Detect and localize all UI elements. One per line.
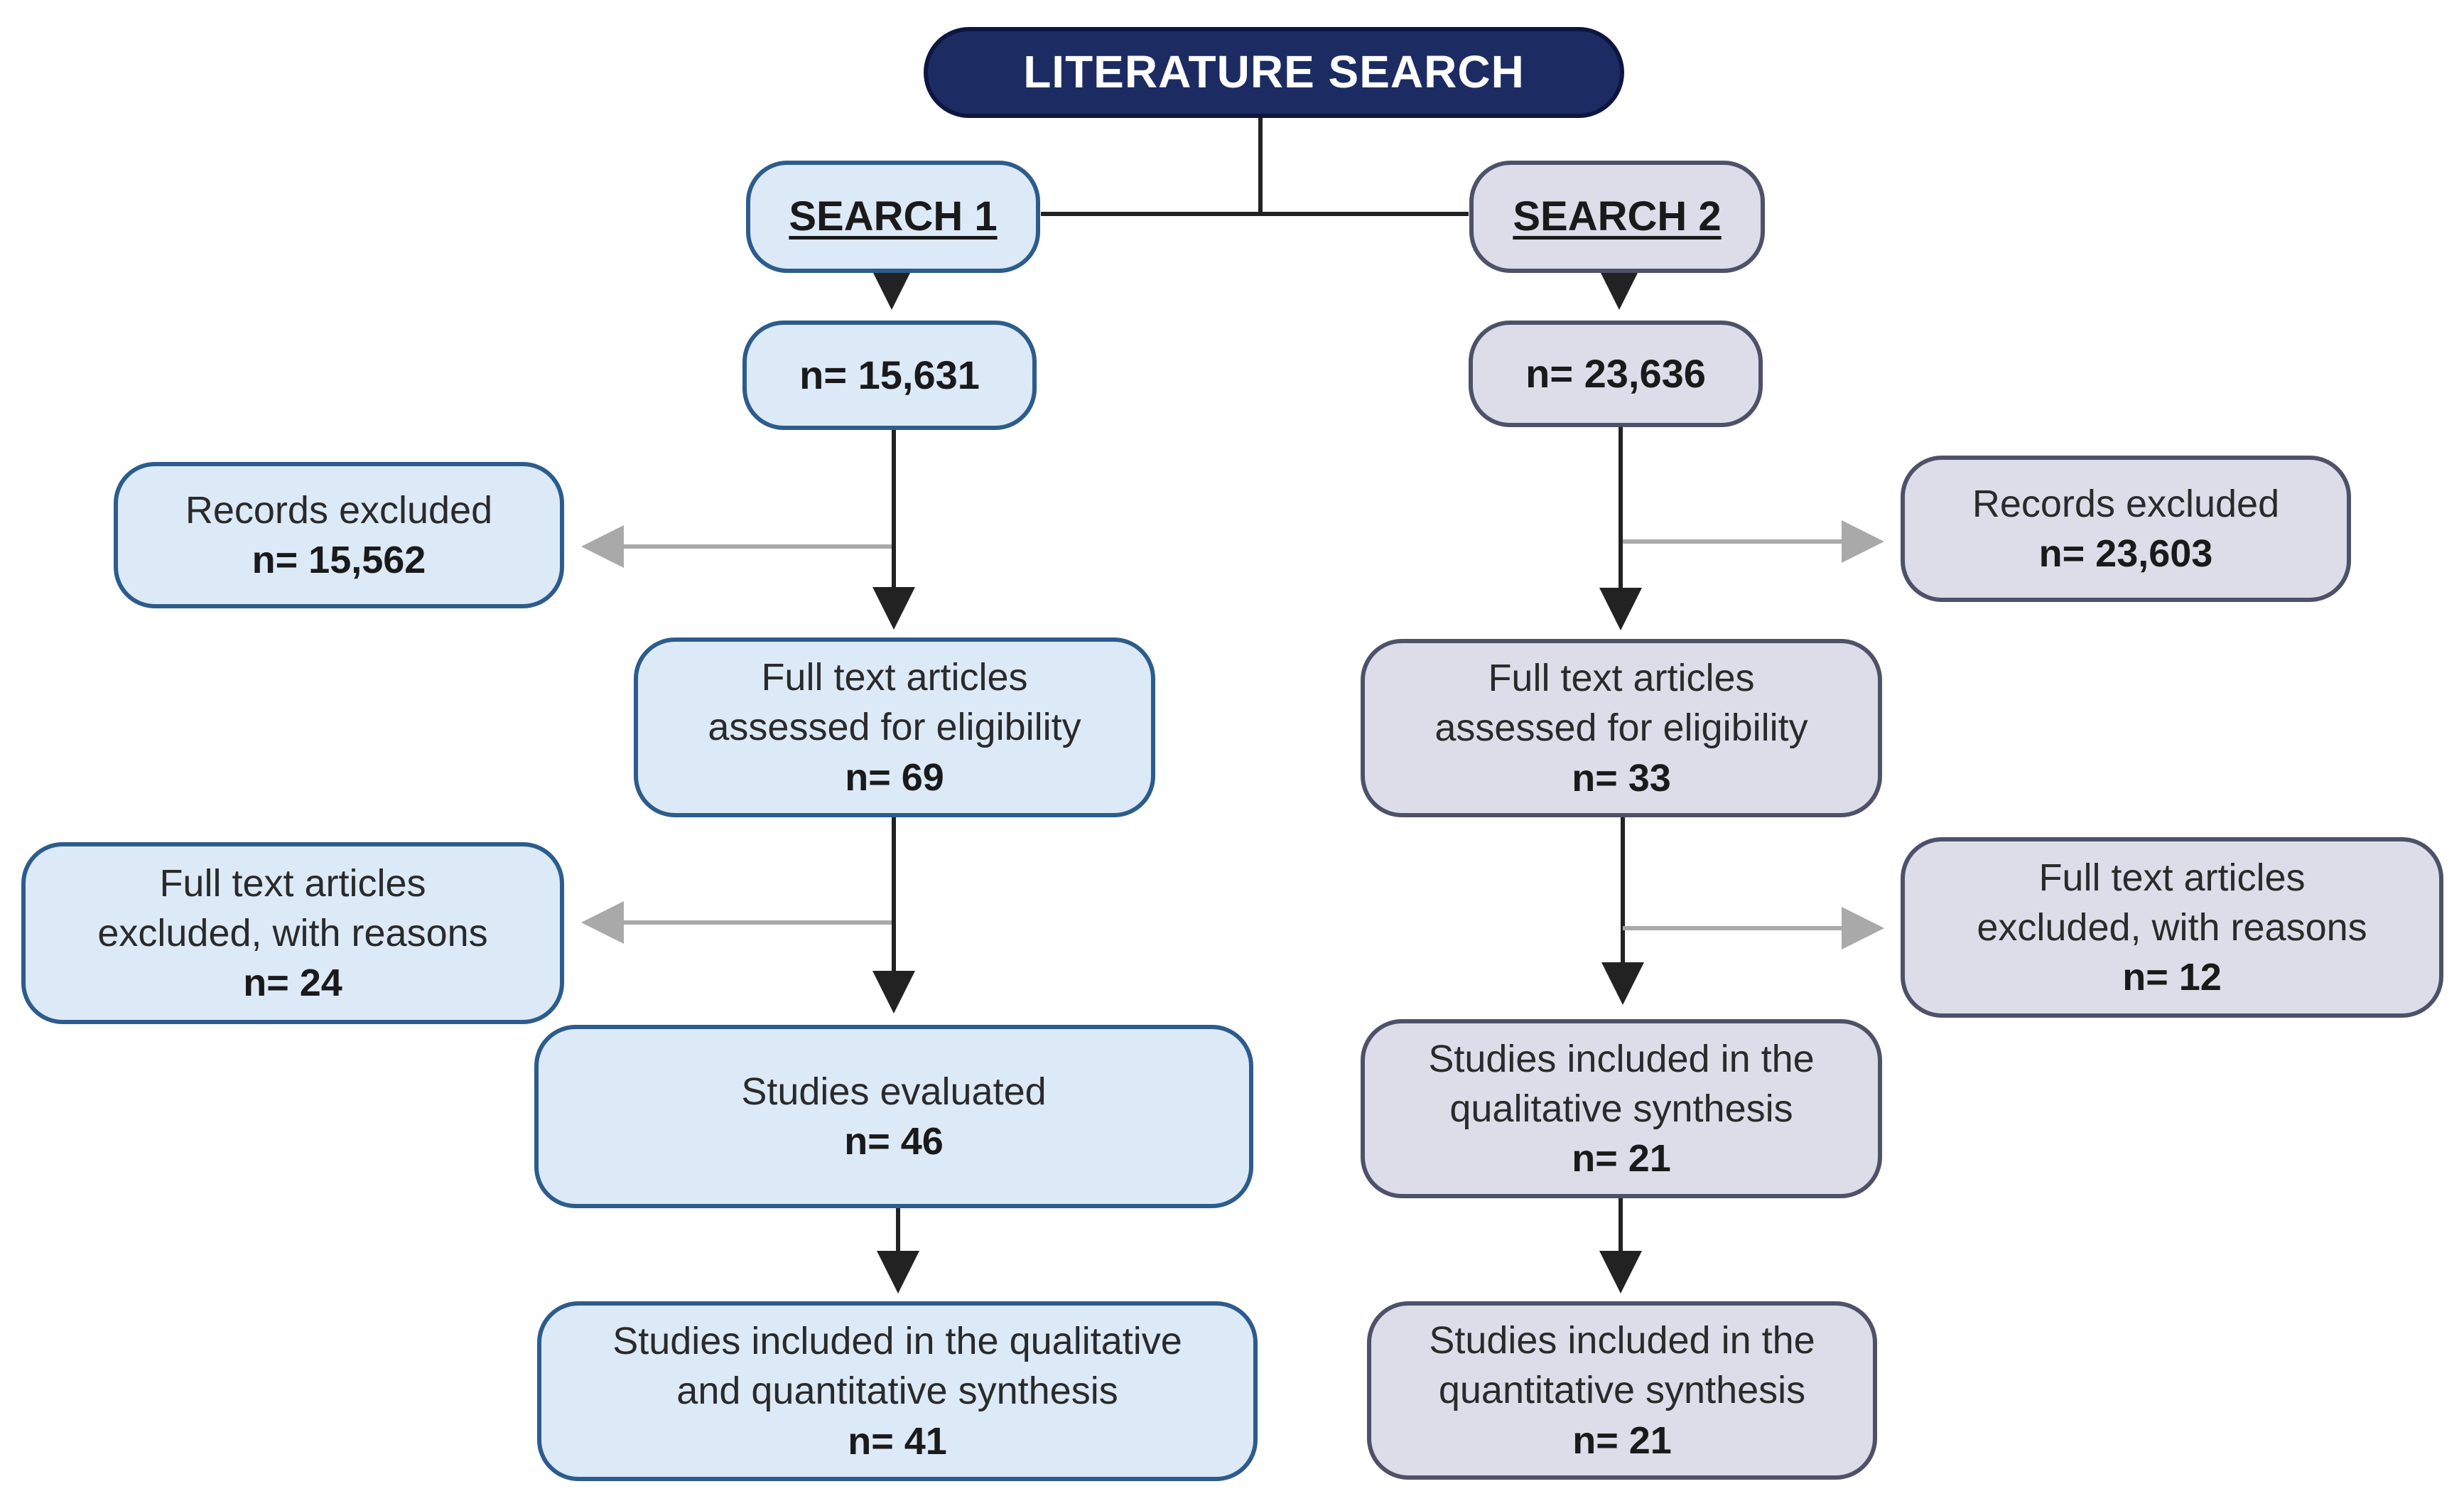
search2-fulltext-excluded-line2: excluded, with reasons bbox=[1977, 905, 2367, 949]
search1-evaluated-node: Studies evaluated n= 46 bbox=[534, 1025, 1253, 1208]
search1-evaluated-label: Studies evaluated bbox=[741, 1070, 1047, 1113]
search2-fulltext-assessed-node: Full text articles assessed for eligibil… bbox=[1361, 639, 1882, 817]
search2-quantitative-line1: Studies included in the bbox=[1429, 1319, 1815, 1362]
search1-records-excluded-node: Records excluded n= 15,562 bbox=[114, 462, 564, 608]
search1-included-n: n= 41 bbox=[848, 1419, 947, 1463]
search1-count: n= 15,631 bbox=[799, 352, 980, 397]
search2-fulltext-excluded-node: Full text articles excluded, with reason… bbox=[1901, 837, 2443, 1018]
search2-count-node: n= 23,636 bbox=[1469, 321, 1763, 427]
search2-records-excluded-label: Records excluded bbox=[1972, 482, 2280, 525]
search2-quantitative-n: n= 21 bbox=[1572, 1419, 1672, 1462]
search2-qualitative-line2: qualitative synthesis bbox=[1449, 1087, 1793, 1130]
search1-fulltext-excluded-line1: Full text articles bbox=[159, 861, 426, 905]
search1-records-excluded-n: n= 15,562 bbox=[252, 539, 426, 581]
search1-count-node: n= 15,631 bbox=[742, 321, 1037, 430]
search1-fulltext-assessed-n: n= 69 bbox=[845, 755, 944, 799]
search2-fulltext-assessed-line2: assessed for eligibility bbox=[1434, 706, 1808, 750]
search1-evaluated-n: n= 46 bbox=[844, 1120, 944, 1163]
literature-search-label: LITERATURE SEARCH bbox=[1023, 46, 1525, 98]
search2-qualitative-n: n= 21 bbox=[1572, 1137, 1671, 1180]
search2-fulltext-excluded-n: n= 12 bbox=[2122, 956, 2222, 999]
search1-fulltext-excluded-node: Full text articles excluded, with reason… bbox=[21, 842, 564, 1024]
search2-fulltext-assessed-n: n= 33 bbox=[1572, 756, 1671, 800]
search2-records-excluded-n: n= 23,603 bbox=[2038, 532, 2213, 575]
search1-included-node: Studies included in the qualitative and … bbox=[537, 1301, 1258, 1481]
literature-search-node: LITERATURE SEARCH bbox=[924, 27, 1624, 118]
search2-count: n= 23,636 bbox=[1525, 350, 1706, 396]
search1-fulltext-assessed-node: Full text articles assessed for eligibil… bbox=[634, 637, 1155, 817]
search1-fulltext-assessed-line1: Full text articles bbox=[761, 656, 1028, 699]
search2-node: SEARCH 2 bbox=[1469, 161, 1765, 273]
search1-included-line1: Studies included in the qualitative bbox=[612, 1320, 1182, 1363]
search2-quantitative-line2: quantitative synthesis bbox=[1438, 1369, 1806, 1412]
search1-records-excluded-label: Records excluded bbox=[185, 488, 493, 532]
search2-qualitative-node: Studies included in the qualitative synt… bbox=[1361, 1019, 1882, 1198]
search2-fulltext-excluded-line1: Full text articles bbox=[2038, 856, 2306, 899]
search2-quantitative-node: Studies included in the quantitative syn… bbox=[1367, 1301, 1877, 1480]
search1-included-line2: and quantitative synthesis bbox=[676, 1370, 1118, 1413]
search1-label: SEARCH 1 bbox=[789, 193, 998, 240]
search1-node: SEARCH 1 bbox=[746, 161, 1040, 273]
search1-fulltext-excluded-line2: excluded, with reasons bbox=[97, 911, 488, 954]
search1-fulltext-assessed-line2: assessed for eligibility bbox=[708, 706, 1081, 749]
search1-fulltext-excluded-n: n= 24 bbox=[243, 962, 342, 1005]
search2-label: SEARCH 2 bbox=[1513, 193, 1722, 240]
search2-fulltext-assessed-line1: Full text articles bbox=[1488, 657, 1755, 700]
search2-qualitative-line1: Studies included in the bbox=[1428, 1037, 1815, 1080]
search2-records-excluded-node: Records excluded n= 23,603 bbox=[1901, 456, 2351, 602]
